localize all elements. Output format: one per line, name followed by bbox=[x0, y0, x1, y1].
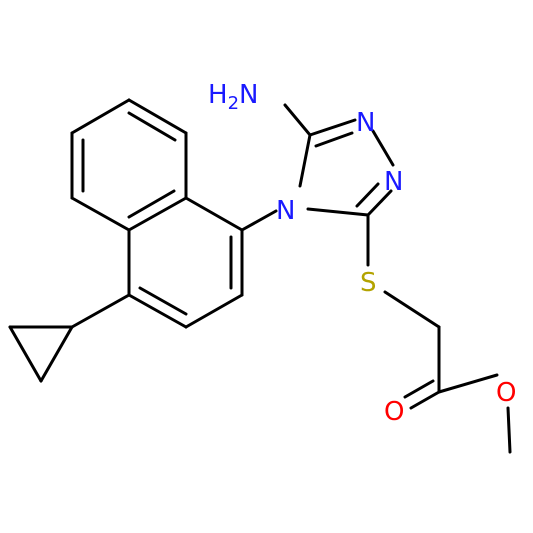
triazole-ring bbox=[298, 118, 395, 217]
bond-naphthyl-triazole bbox=[240, 209, 278, 232]
bond-carbonyl-double-2 bbox=[403, 379, 435, 399]
cyclopropyl-ring bbox=[8, 325, 74, 383]
amine-label: H2N bbox=[208, 80, 258, 114]
naphthalene-ring bbox=[70, 98, 244, 329]
ester-oxygen-label: O bbox=[496, 378, 516, 408]
bond-sulfur-methylene bbox=[383, 290, 441, 329]
triazole-n4-label: N bbox=[276, 196, 295, 226]
triazole-n2-label: N bbox=[384, 167, 403, 197]
triazole-n1-label: N bbox=[356, 108, 375, 138]
bond-amine bbox=[283, 103, 312, 137]
sulfur-label: S bbox=[360, 268, 377, 298]
carbonyl-oxygen-label: O bbox=[384, 397, 404, 427]
bond-ester-oxygen bbox=[437, 373, 499, 394]
bond-methyl bbox=[506, 406, 512, 454]
bond-carbonyl-double-1 bbox=[409, 390, 441, 410]
bond-cyclopropyl-naphthyl bbox=[70, 293, 131, 329]
